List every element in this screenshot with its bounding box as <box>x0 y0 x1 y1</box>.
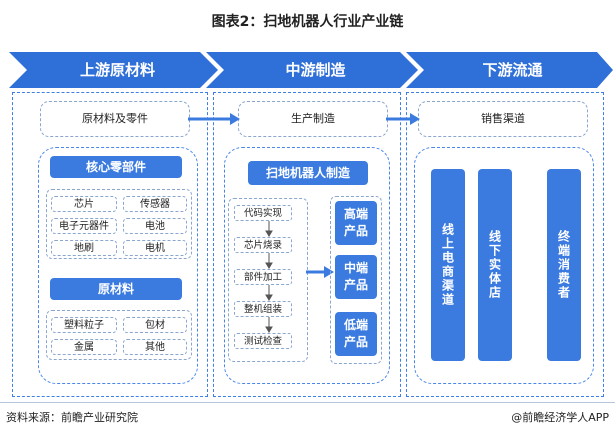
downstream-inner-panel <box>414 147 594 384</box>
channel-offline-store: 线下实体店 <box>478 169 512 361</box>
part-motor: 电机 <box>123 240 187 256</box>
midstream-section <box>213 92 401 397</box>
step-parts-machining: 部件加工 <box>234 269 292 285</box>
sales-channel-box: 销售渠道 <box>418 101 588 137</box>
part-electronic-components: 电子元器件 <box>51 218 117 234</box>
downstream-section <box>406 92 604 397</box>
stage-chevron-upstream <box>9 52 218 88</box>
material-metal: 金属 <box>51 339 117 355</box>
figure-title: 图表2：扫地机器人行业产业链 <box>211 14 404 30</box>
production-box: 生产制造 <box>238 101 388 137</box>
core-parts-group <box>46 189 192 259</box>
product-high-end-line2: 产品 <box>343 224 368 238</box>
step-testing: 测试检查 <box>234 333 292 349</box>
part-chip: 芯片 <box>51 196 117 212</box>
product-low-end: 低端 产品 <box>335 312 377 356</box>
upstream-inner-panel <box>38 147 198 384</box>
raw-materials-group <box>46 310 192 360</box>
step-code-implementation: 代码实现 <box>234 205 292 221</box>
product-low-end-line1: 低端 <box>343 318 368 332</box>
process-steps-group <box>228 198 308 362</box>
arrow-to-products <box>306 266 334 278</box>
part-sensor: 传感器 <box>123 196 187 212</box>
raw-materials-header: 原材料 <box>50 278 182 300</box>
channel-online-ecommerce: 线上电商渠道 <box>431 169 465 361</box>
stage-label-downstream: 下游流通 <box>482 61 543 79</box>
product-high-end-line1: 高端 <box>343 207 368 221</box>
material-plastic-pellets: 塑料粒子 <box>51 317 117 333</box>
products-group <box>330 196 382 364</box>
stage-label-upstream: 上游原材料 <box>79 61 155 79</box>
product-mid-end-line2: 产品 <box>343 278 368 292</box>
product-mid-end-line1: 中端 <box>343 261 368 275</box>
part-battery: 电池 <box>123 218 187 234</box>
stage-chevron-downstream <box>406 52 613 88</box>
raw-materials-parts-box: 原材料及零件 <box>40 101 190 137</box>
upstream-section <box>12 92 208 397</box>
product-low-end-line2: 产品 <box>343 335 368 349</box>
product-mid-end: 中端 产品 <box>335 255 377 299</box>
stage-chevrons <box>9 52 613 88</box>
material-packaging: 包材 <box>123 317 187 333</box>
product-high-end: 高端 产品 <box>335 201 377 245</box>
arrow-right-2 <box>386 113 420 125</box>
midstream-inner-panel <box>224 147 390 384</box>
brand-note: @前瞻经济学人APP <box>511 411 609 424</box>
process-arrows <box>265 220 273 333</box>
source-note: 资料来源：前瞻产业研究院 <box>6 411 138 424</box>
manufacturing-header: 扫地机器人制造 <box>248 161 368 185</box>
material-other: 其他 <box>123 339 187 355</box>
footer-divider <box>0 402 615 403</box>
step-chip-flashing: 芯片烧录 <box>234 237 292 253</box>
step-assembly: 整机组装 <box>234 301 292 317</box>
part-floor-brush: 地刷 <box>51 240 117 256</box>
stage-label-midstream: 中游制造 <box>285 61 346 79</box>
stage-chevron-midstream <box>206 52 418 88</box>
core-parts-header: 核心零部件 <box>50 156 182 178</box>
channel-end-consumer: 终端消费者 <box>547 169 581 361</box>
arrow-right-1 <box>188 113 240 125</box>
